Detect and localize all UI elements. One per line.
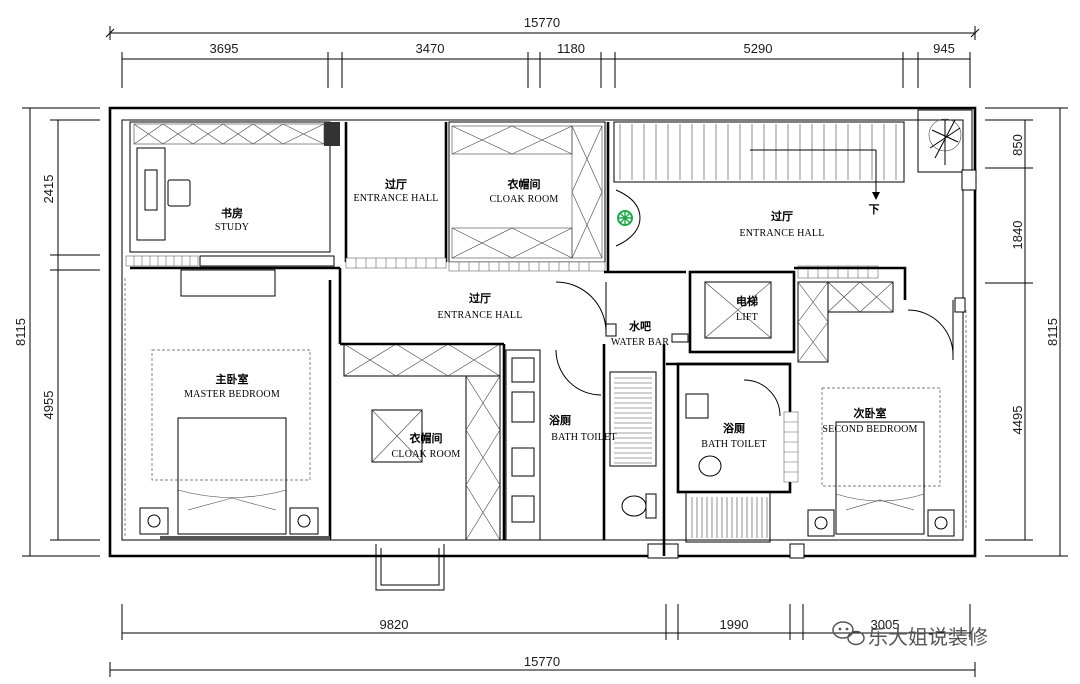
tree-icon xyxy=(917,109,977,191)
lift-label-zh: 电梯 xyxy=(736,294,758,308)
bed-icon xyxy=(807,421,955,537)
master-bedroom-label-en: MASTER BEDROOM xyxy=(184,389,280,400)
dim-top-seg-2: 3470 xyxy=(416,41,445,56)
entrance-hall-1 xyxy=(344,122,448,269)
second-bedroom-label-zh: 次卧室 xyxy=(854,406,887,420)
bath-toilet-2 xyxy=(676,362,799,543)
water-bar-label-en: WATER BAR xyxy=(611,337,669,348)
dim-bottom-seg-3: 3005 xyxy=(871,617,900,632)
dim-top-seg-1: 3695 xyxy=(210,41,239,56)
bath-toilet-1 xyxy=(505,344,666,556)
dim-left-seg-2: 4955 xyxy=(41,391,56,420)
bath-toilet-1-label-zh: 浴厕 xyxy=(549,413,571,427)
dim-bottom-total: 15770 xyxy=(524,654,560,669)
sink-icon xyxy=(511,357,535,523)
second-bedroom-label-en: SECOND BEDROOM xyxy=(822,424,917,435)
dim-right-seg-2: 1840 xyxy=(1010,221,1025,250)
plant-icon xyxy=(615,189,641,247)
master-bedroom xyxy=(124,269,332,540)
lift-label-en: LIFT xyxy=(736,312,758,323)
entrance-hall-2-label-zh: 过厅 xyxy=(469,291,491,305)
dim-top-seg-3: 1180 xyxy=(557,41,585,56)
bath-toilet-2-label-en: BATH TOILET xyxy=(701,439,766,450)
dim-top-total: 15770 xyxy=(524,15,560,30)
dim-left-seg-1: 2415 xyxy=(41,175,56,204)
dim-right-seg-3: 4495 xyxy=(1010,406,1025,435)
watermark: 乐大姐说装修 xyxy=(832,621,988,649)
second-bedroom-wardrobe xyxy=(797,265,966,363)
cloak-room-2 xyxy=(340,342,506,541)
second-bedroom xyxy=(807,310,967,537)
dim-right-seg-1: 850 xyxy=(1010,134,1025,156)
entrance-hall-1-label-en: ENTRANCE HALL xyxy=(353,193,438,204)
wechat-icon xyxy=(832,621,865,646)
study-label-zh: 书房 xyxy=(221,206,243,220)
dim-top-seg-5: 945 xyxy=(933,41,955,56)
entrance-hall-3-label-zh: 过厅 xyxy=(771,209,793,223)
water-bar-label-zh: 水吧 xyxy=(629,319,651,333)
dimension-lines xyxy=(22,26,1068,677)
dim-top-seg-4: 5290 xyxy=(744,41,773,56)
cloak-room-1 xyxy=(448,121,606,272)
stair-direction-label: 下 xyxy=(869,203,880,216)
entrance-hall-2-label-en: ENTRANCE HALL xyxy=(437,310,522,321)
interior-walls xyxy=(130,122,907,366)
dim-bottom-seg-2: 1990 xyxy=(720,617,749,632)
dim-right-total: 8115 xyxy=(1045,318,1060,346)
dim-bottom-seg-1: 9820 xyxy=(380,617,409,632)
master-bedroom-label-zh: 主卧室 xyxy=(216,372,249,386)
entrance-hall-3-label-en: ENTRANCE HALL xyxy=(739,228,824,239)
cloak-room-1-label-en: CLOAK ROOM xyxy=(490,194,559,205)
entrance-hall-2 xyxy=(555,281,607,333)
bath-toilet-2-label-zh: 浴厕 xyxy=(723,421,745,435)
study-label-en: STUDY xyxy=(215,222,249,233)
dim-left-total: 8115 xyxy=(13,318,28,346)
stair xyxy=(613,121,905,200)
cloak-room-2-label-en: CLOAK ROOM xyxy=(392,449,461,460)
lift xyxy=(688,270,796,354)
water-bar xyxy=(605,323,689,343)
study-room xyxy=(125,121,340,267)
entrance-hall-1-label-zh: 过厅 xyxy=(385,177,407,191)
bed-icon xyxy=(139,417,319,535)
cloak-room-2-label-zh: 衣帽间 xyxy=(410,431,443,445)
outer-walls xyxy=(108,106,977,591)
cloak-room-1-label-zh: 衣帽间 xyxy=(508,177,541,191)
bath-toilet-1-label-en: BATH TOILET xyxy=(551,432,616,443)
toilet-icon xyxy=(621,493,657,519)
watermark-text: 乐大姐说装修 xyxy=(868,625,988,649)
